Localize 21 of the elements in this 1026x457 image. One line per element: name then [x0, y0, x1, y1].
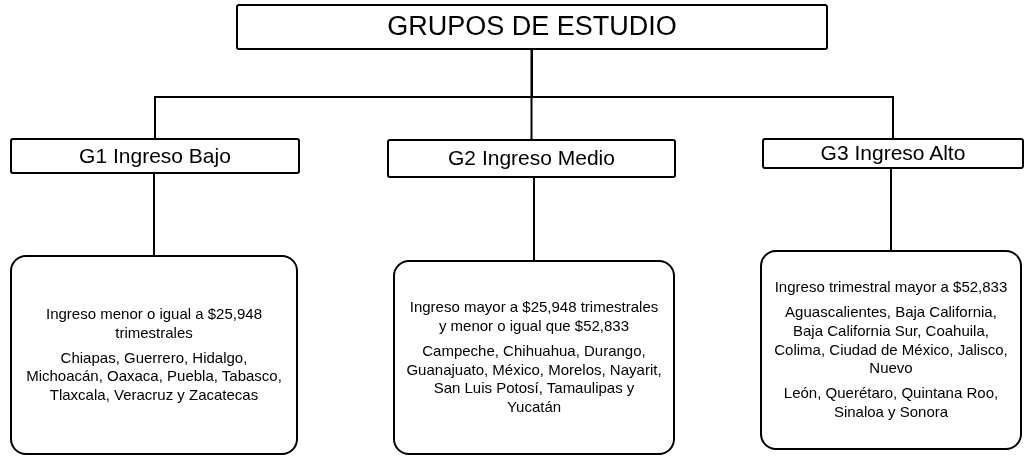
group-label: G2 Ingreso Medio [448, 145, 615, 172]
group-box [762, 138, 1024, 169]
title-text: GRUPOS DE ESTUDIO [387, 10, 677, 44]
state-list: Chiapas, Guerrero, Hidalgo, Michoacán, Oaxaca, Puebla, Tabasco, Tlaxcala, Veracruz y Zacatecas [22, 348, 286, 405]
title-box [236, 4, 828, 50]
group-box [387, 139, 676, 178]
connector-line [153, 173, 155, 256]
connector-line [890, 168, 892, 251]
income-criterion: Ingreso trimestral mayor a $52,833 [774, 278, 1008, 298]
state-list: Aguascalientes, Baja California, Baja California Sur, Coahuila, Colima, Ciudad de México, Jalisco, Nuevo [772, 303, 1010, 379]
connector-line [533, 177, 535, 261]
group-label: G1 Ingreso Bajo [79, 142, 231, 169]
description-box [10, 255, 298, 455]
description-box [760, 250, 1022, 450]
description-box [393, 260, 675, 455]
income-criterion: Ingreso mayor a $25,948 trimestrales y menor o igual que $52,833 [408, 298, 660, 336]
state-list: Campeche, Chihuahua, Durango, Guanajuato, México, Morelos, Nayarit, San Luis Potosí, Tamaulipas y Yucatán [405, 341, 663, 417]
state-list: León, Querétaro, Quintana Roo, Sinaloa y Sonora [772, 384, 1010, 422]
group-label: G3 Ingreso Alto [820, 140, 966, 167]
income-criterion: Ingreso menor o igual a $25,948 trimestrales [45, 305, 263, 343]
group-box [10, 138, 300, 174]
